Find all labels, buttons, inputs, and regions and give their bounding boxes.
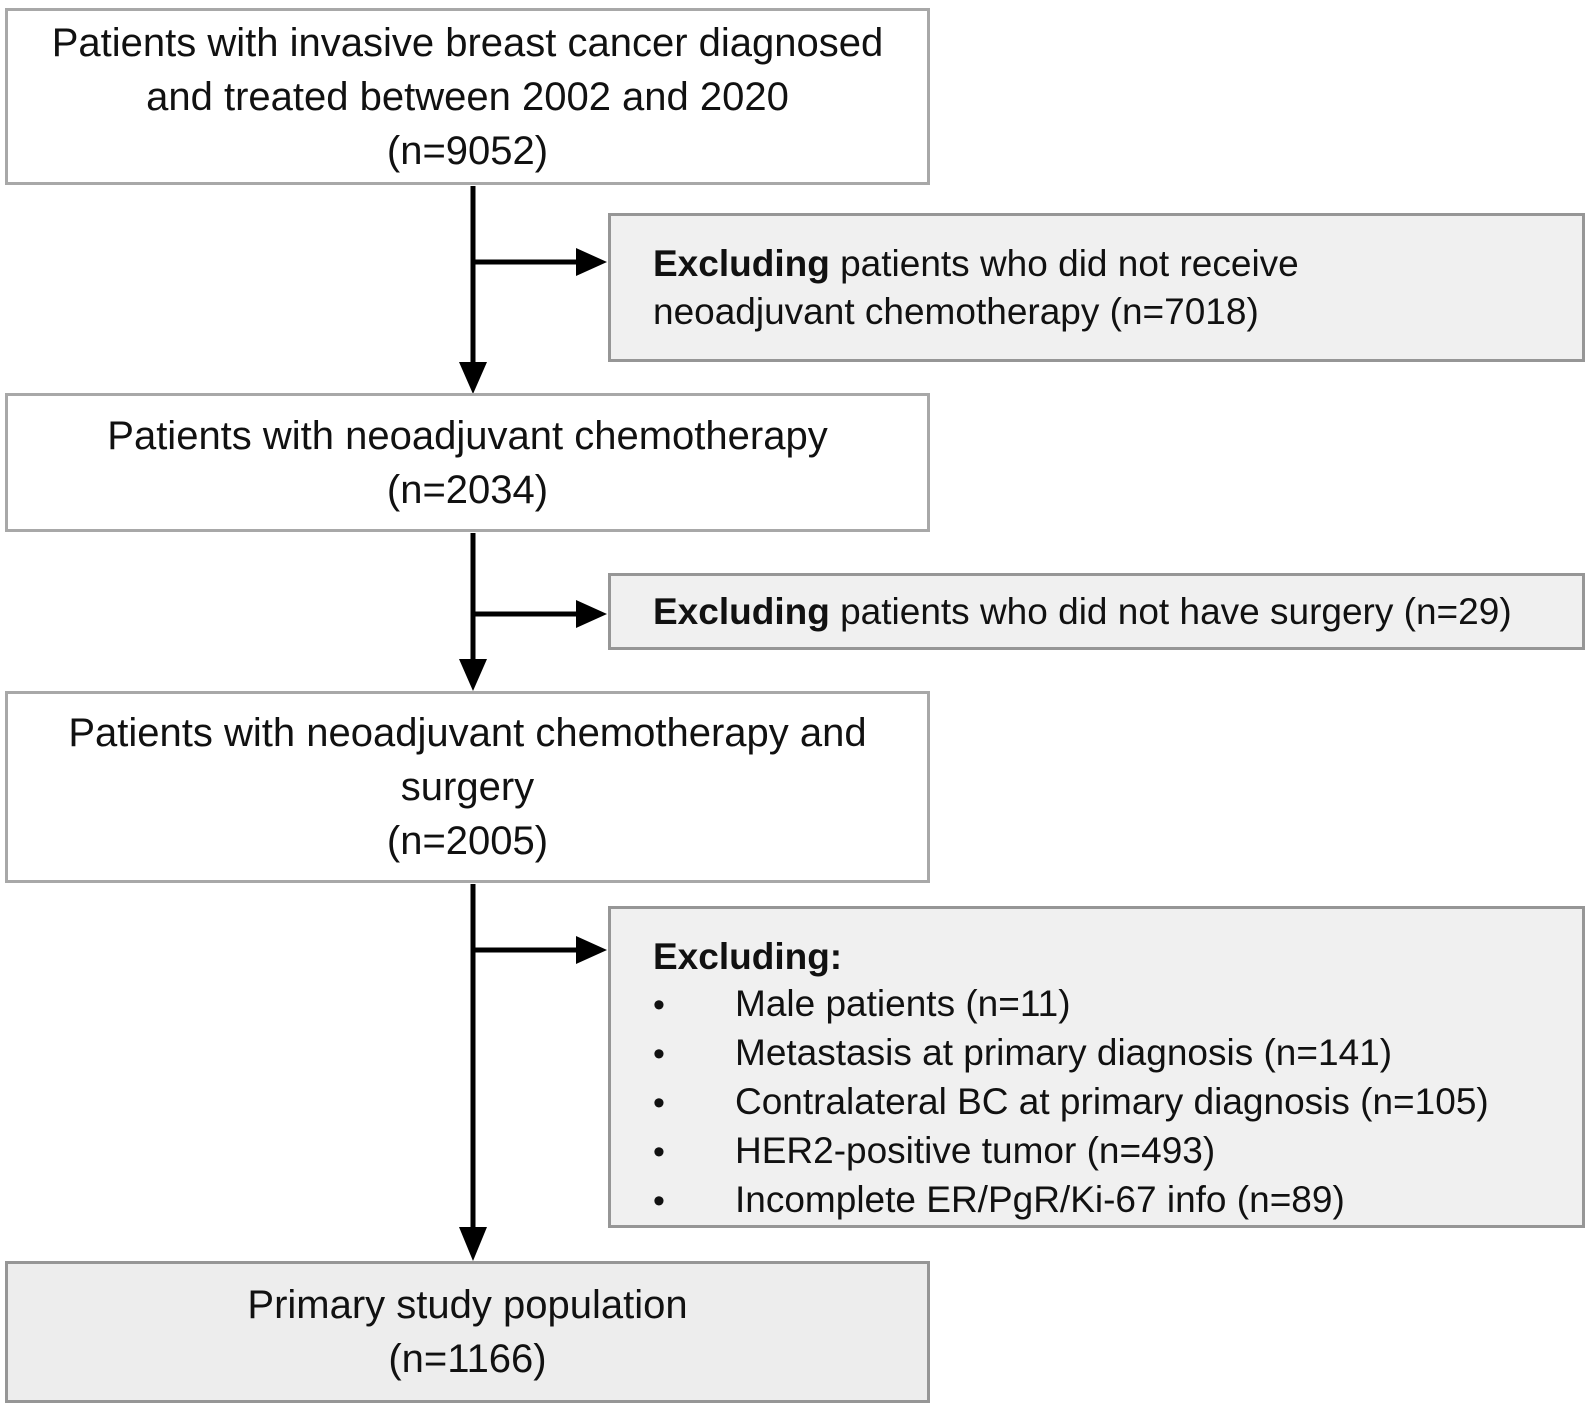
exclusion-text-line: Excluding patients who did not receive xyxy=(653,240,1562,288)
flow-box-primary-study-population: Primary study population (n=1166) xyxy=(5,1261,930,1403)
exclusion-text-line: neoadjuvant chemotherapy (n=7018) xyxy=(653,290,1259,332)
flow-box-neoadjuvant-chemo: Patients with neoadjuvant chemotherapy (… xyxy=(5,393,930,532)
exclusion-box-no-surgery: Excluding patients who did not have surg… xyxy=(608,573,1585,650)
bullet-icon: • xyxy=(653,1084,665,1122)
exclusion-criterion: Metastasis at primary diagnosis (n=141) xyxy=(735,1032,1393,1073)
box-count: (n=9052) xyxy=(386,128,549,173)
box-count: (n=1166) xyxy=(388,1337,547,1381)
exclusion-text-line: Excluding patients who did not have surg… xyxy=(653,588,1562,636)
box-text-line: Patients with neoadjuvant chemotherapy a… xyxy=(68,711,867,755)
bullet-icon: • xyxy=(653,986,665,1024)
bullet-icon: • xyxy=(653,1133,665,1171)
box-text-line: surgery xyxy=(400,765,535,809)
arrowhead-down-1-icon xyxy=(459,362,487,394)
box-text-line: Patients with invasive breast cancer dia… xyxy=(51,20,884,65)
box-count: (n=2005) xyxy=(386,819,549,863)
arrowhead-right-2-icon xyxy=(576,600,607,628)
exclusion-criterion: Contralateral BC at primary diagnosis (n… xyxy=(735,1081,1489,1122)
arrowhead-down-2-icon xyxy=(459,659,487,691)
box-text-line: Primary study population xyxy=(247,1283,688,1327)
list-item: • Metastasis at primary diagnosis (n=141… xyxy=(653,1029,1562,1078)
bullet-icon: • xyxy=(653,1182,665,1220)
arrowhead-right-1-icon xyxy=(576,248,607,276)
exclusion-criterion: Male patients (n=11) xyxy=(735,983,1071,1024)
box-text-line: and treated between 2002 and 2020 xyxy=(146,74,789,119)
exclusion-box-no-neoadjuvant-chemo: Excluding patients who did not receive n… xyxy=(608,213,1585,362)
exclusion-criteria-list: • Male patients (n=11) • Metastasis at p… xyxy=(653,980,1562,1225)
list-item: • Incomplete ER/PgR/Ki-67 info (n=89) xyxy=(653,1176,1562,1225)
arrowhead-right-3-icon xyxy=(576,936,607,964)
exclusion-text: patients who did not have surgery (n=29) xyxy=(829,590,1512,632)
box-count: (n=2034) xyxy=(386,467,549,512)
exclusion-title: Excluding: xyxy=(653,936,843,977)
exclusion-keyword: Excluding xyxy=(653,590,830,632)
arrowhead-down-3-icon xyxy=(459,1227,487,1261)
exclusion-box-multiple-criteria: Excluding: • Male patients (n=11) • Meta… xyxy=(608,906,1585,1228)
flow-box-initial-population: Patients with invasive breast cancer dia… xyxy=(5,8,930,185)
exclusion-keyword: Excluding xyxy=(653,242,830,284)
list-item: • HER2-positive tumor (n=493) xyxy=(653,1127,1562,1176)
exclusion-criterion: Incomplete ER/PgR/Ki-67 info (n=89) xyxy=(735,1179,1345,1220)
exclusion-text: patients who did not receive xyxy=(829,242,1299,284)
box-text-line: Patients with neoadjuvant chemotherapy xyxy=(107,413,828,458)
flow-box-neoadjuvant-chemo-and-surgery: Patients with neoadjuvant chemotherapy a… xyxy=(5,691,930,883)
list-item: • Contralateral BC at primary diagnosis … xyxy=(653,1078,1562,1127)
exclusion-criterion: HER2-positive tumor (n=493) xyxy=(735,1130,1216,1171)
bullet-icon: • xyxy=(653,1035,665,1073)
list-item: • Male patients (n=11) xyxy=(653,980,1562,1029)
